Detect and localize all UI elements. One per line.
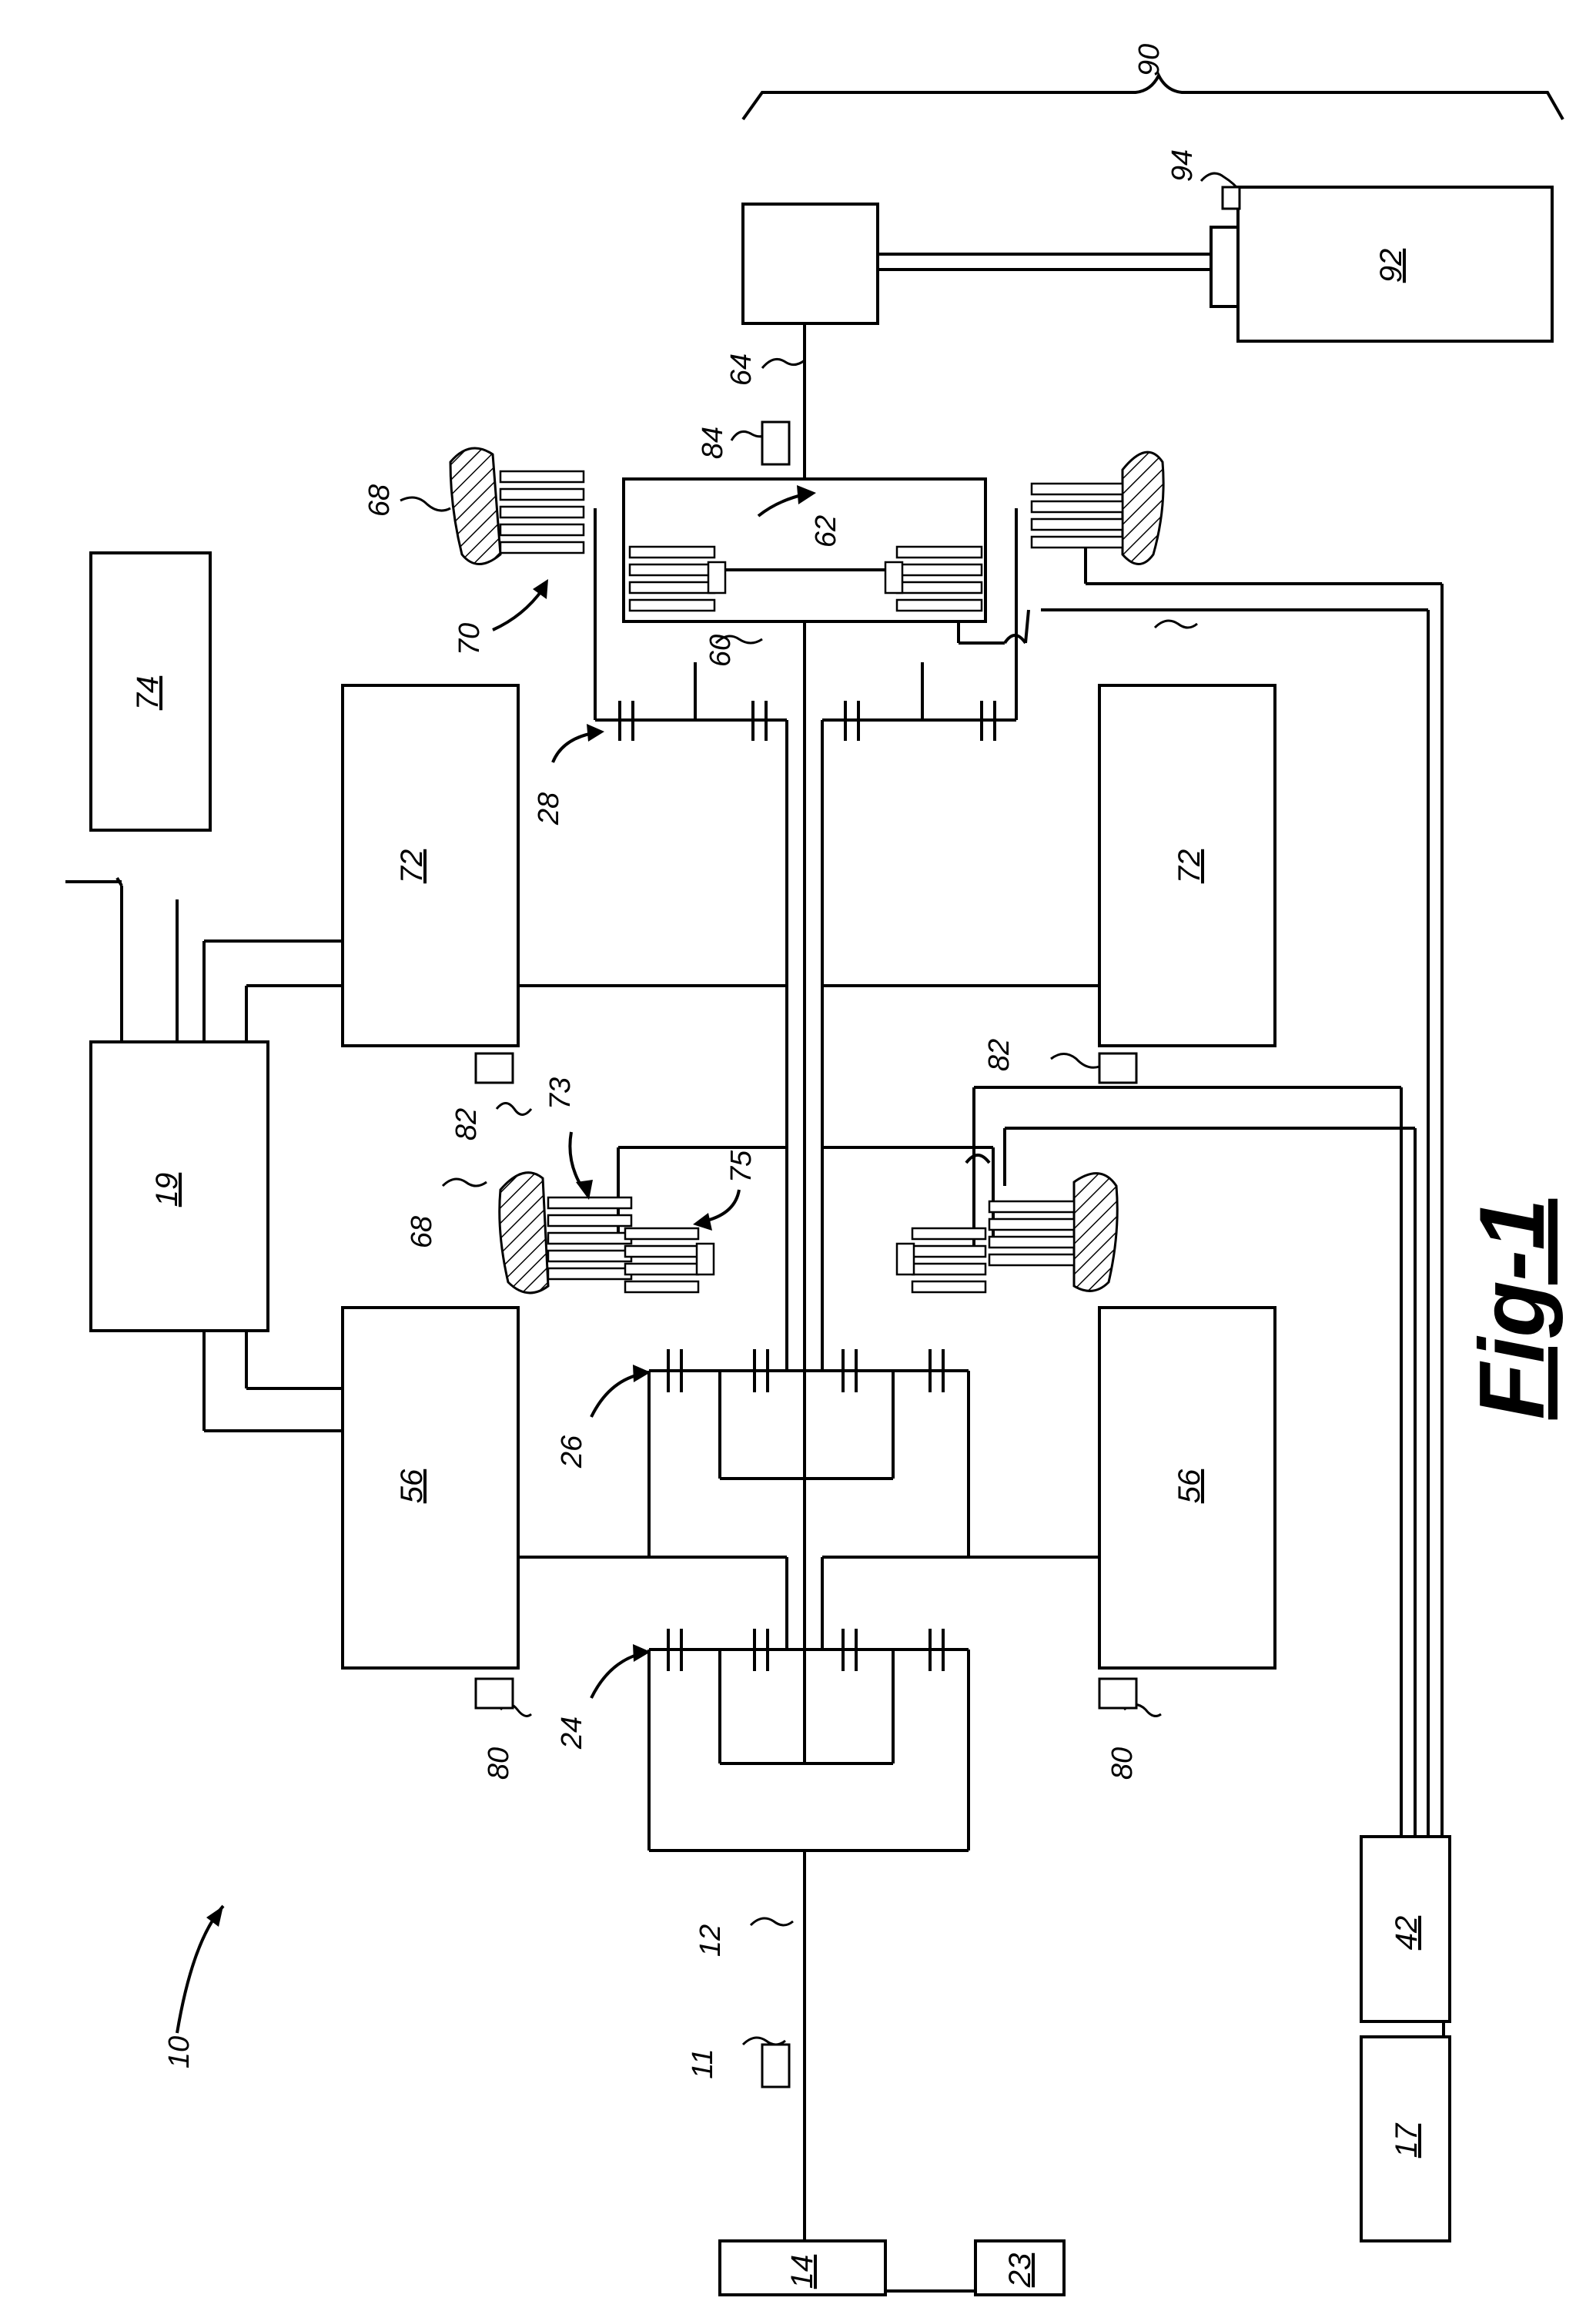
label-84: 84 xyxy=(697,427,729,459)
label-42: 42 xyxy=(1390,1916,1424,1951)
driveline-90-brace xyxy=(743,75,1563,119)
label-82-left: 82 xyxy=(450,1108,483,1140)
label-28: 28 xyxy=(533,792,565,826)
gear-plates xyxy=(620,701,995,1671)
sensor-82-left-square xyxy=(476,1053,513,1083)
label-90: 90 xyxy=(1133,44,1166,76)
label-56-left: 56 xyxy=(395,1469,429,1503)
label-72-left: 72 xyxy=(395,849,429,884)
motor-72-left-block xyxy=(343,685,518,1046)
box-top-output xyxy=(743,204,878,323)
label-17: 17 xyxy=(1390,2122,1424,2158)
ground-68-mid-right xyxy=(989,1174,1117,1291)
label-12: 12 xyxy=(694,1924,727,1957)
label-64: 64 xyxy=(725,353,758,386)
motor-56-left-block xyxy=(343,1308,518,1668)
reference-labels: 90 94 92 64 84 68 62 70 60 74 28 72 72 8… xyxy=(131,44,1424,2289)
sensor-11-square xyxy=(762,2045,789,2087)
label-74: 74 xyxy=(131,676,165,711)
label-94: 94 xyxy=(1166,149,1199,182)
label-56-right: 56 xyxy=(1173,1469,1206,1503)
ground-68-top-left xyxy=(450,448,584,564)
label-82-right: 82 xyxy=(983,1039,1015,1071)
label-14: 14 xyxy=(785,2255,819,2289)
figure-title: Fig-1 xyxy=(1460,1199,1564,1420)
label-62: 62 xyxy=(810,515,842,548)
sensor-82-right-square xyxy=(1099,1053,1136,1083)
label-24: 24 xyxy=(556,1717,588,1750)
sensor-80-right-square xyxy=(1099,1679,1136,1708)
ground-68-mid-left xyxy=(500,1173,631,1293)
label-19: 19 xyxy=(150,1173,184,1207)
label-75: 75 xyxy=(725,1150,758,1183)
label-70: 70 xyxy=(453,623,486,655)
label-80-left: 80 xyxy=(483,1747,515,1780)
label-68-top-left: 68 xyxy=(363,484,396,517)
label-23: 23 xyxy=(1003,2253,1037,2289)
sensor-80-left-square xyxy=(476,1679,513,1708)
label-68-mid-left: 68 xyxy=(406,1216,438,1248)
label-60: 60 xyxy=(704,635,737,667)
label-72-right: 72 xyxy=(1173,849,1206,884)
label-80-right: 80 xyxy=(1106,1747,1139,1780)
label-73: 73 xyxy=(544,1077,577,1110)
label-11: 11 xyxy=(687,2048,719,2078)
wheel-92-connector xyxy=(1211,227,1238,306)
label-92: 92 xyxy=(1374,249,1408,283)
label-26: 26 xyxy=(556,1435,588,1469)
sensor-84-square xyxy=(762,422,789,464)
label-10: 10 xyxy=(163,2036,196,2068)
ground-68-top-right xyxy=(1032,452,1163,564)
sensor-94-square xyxy=(1223,187,1240,209)
